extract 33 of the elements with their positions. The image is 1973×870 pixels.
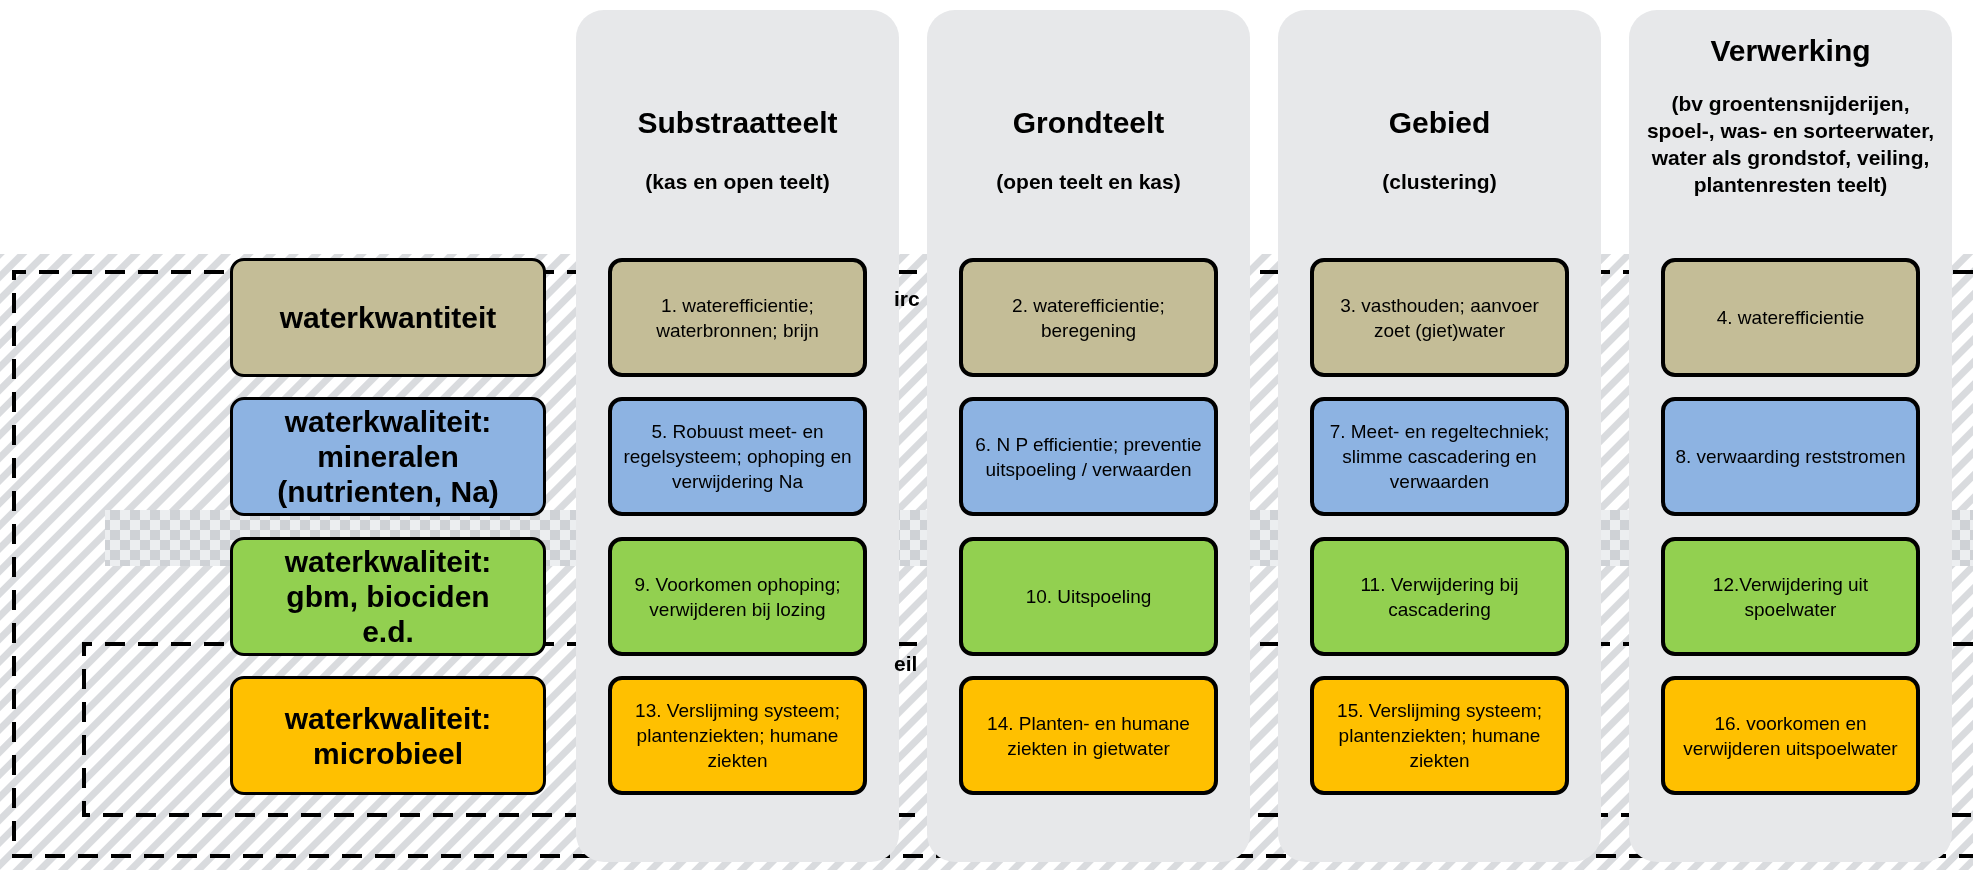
topic-box: 1. waterefficientie; waterbronnen; brijn [608, 258, 867, 377]
fragment-label: eil [894, 652, 918, 676]
column-heading: Gebied [1387, 106, 1492, 140]
topic-box: 5. Robuust meet- en regelsysteem; ophoping en verwijdering Na [608, 397, 867, 516]
topic-box: 14. Planten- en humane ziekten in gietwater [959, 676, 1218, 795]
row-label: waterkwaliteit: gbm, biociden e.d. [230, 537, 546, 656]
topic-box: 6. N P efficientie; preventie uitspoeling / verwaarden [959, 397, 1218, 516]
column-heading: Grondteelt [1011, 106, 1166, 140]
topic-box: 3. vasthouden; aanvoer zoet (giet)water [1310, 258, 1569, 377]
column-panel [1278, 10, 1601, 862]
topic-box: 2. waterefficientie; beregening [959, 258, 1218, 377]
topic-box: 7. Meet- en regeltechniek; slimme cascadering en verwaarden [1310, 397, 1569, 516]
topic-box: 10. Uitspoeling [959, 537, 1218, 656]
column-subheading: (kas en open teelt) [644, 169, 831, 195]
column-panel [927, 10, 1250, 862]
row-label: waterkwantiteit [230, 258, 546, 377]
column-heading: Substraatteelt [636, 106, 839, 140]
fragment-label: irc [894, 287, 920, 311]
topic-box: 16. voorkomen en verwijderen uitspoelwater [1661, 676, 1920, 795]
column-subheading: (bv groentensnijderijen, spoel-, was- en sorteerwater, water als grondstof, veiling, plantenresten teelt) [1645, 91, 1936, 198]
topic-box: 12.Verwijdering uit spoelwater [1661, 537, 1920, 656]
column-subheading: (clustering) [1381, 169, 1498, 195]
topic-box: 15. Verslijming systeem; plantenziekten; humane ziekten [1310, 676, 1569, 795]
column-subheading: (open teelt en kas) [995, 169, 1182, 195]
column-panel [1629, 10, 1952, 862]
row-label: waterkwaliteit: mineralen (nutrienten, Na) [230, 397, 546, 516]
row-label: waterkwaliteit: microbieel [230, 676, 546, 795]
topic-box: 13. Verslijming systeem; plantenziekten; humane ziekten [608, 676, 867, 795]
topic-box: 9. Voorkomen ophoping; verwijderen bij lozing [608, 537, 867, 656]
topic-box: 8. verwaarding reststromen [1661, 397, 1920, 516]
topic-box: 11. Verwijdering bij cascadering [1310, 537, 1569, 656]
topic-box: 4. waterefficientie [1661, 258, 1920, 377]
column-heading: Verwerking [1709, 34, 1872, 68]
